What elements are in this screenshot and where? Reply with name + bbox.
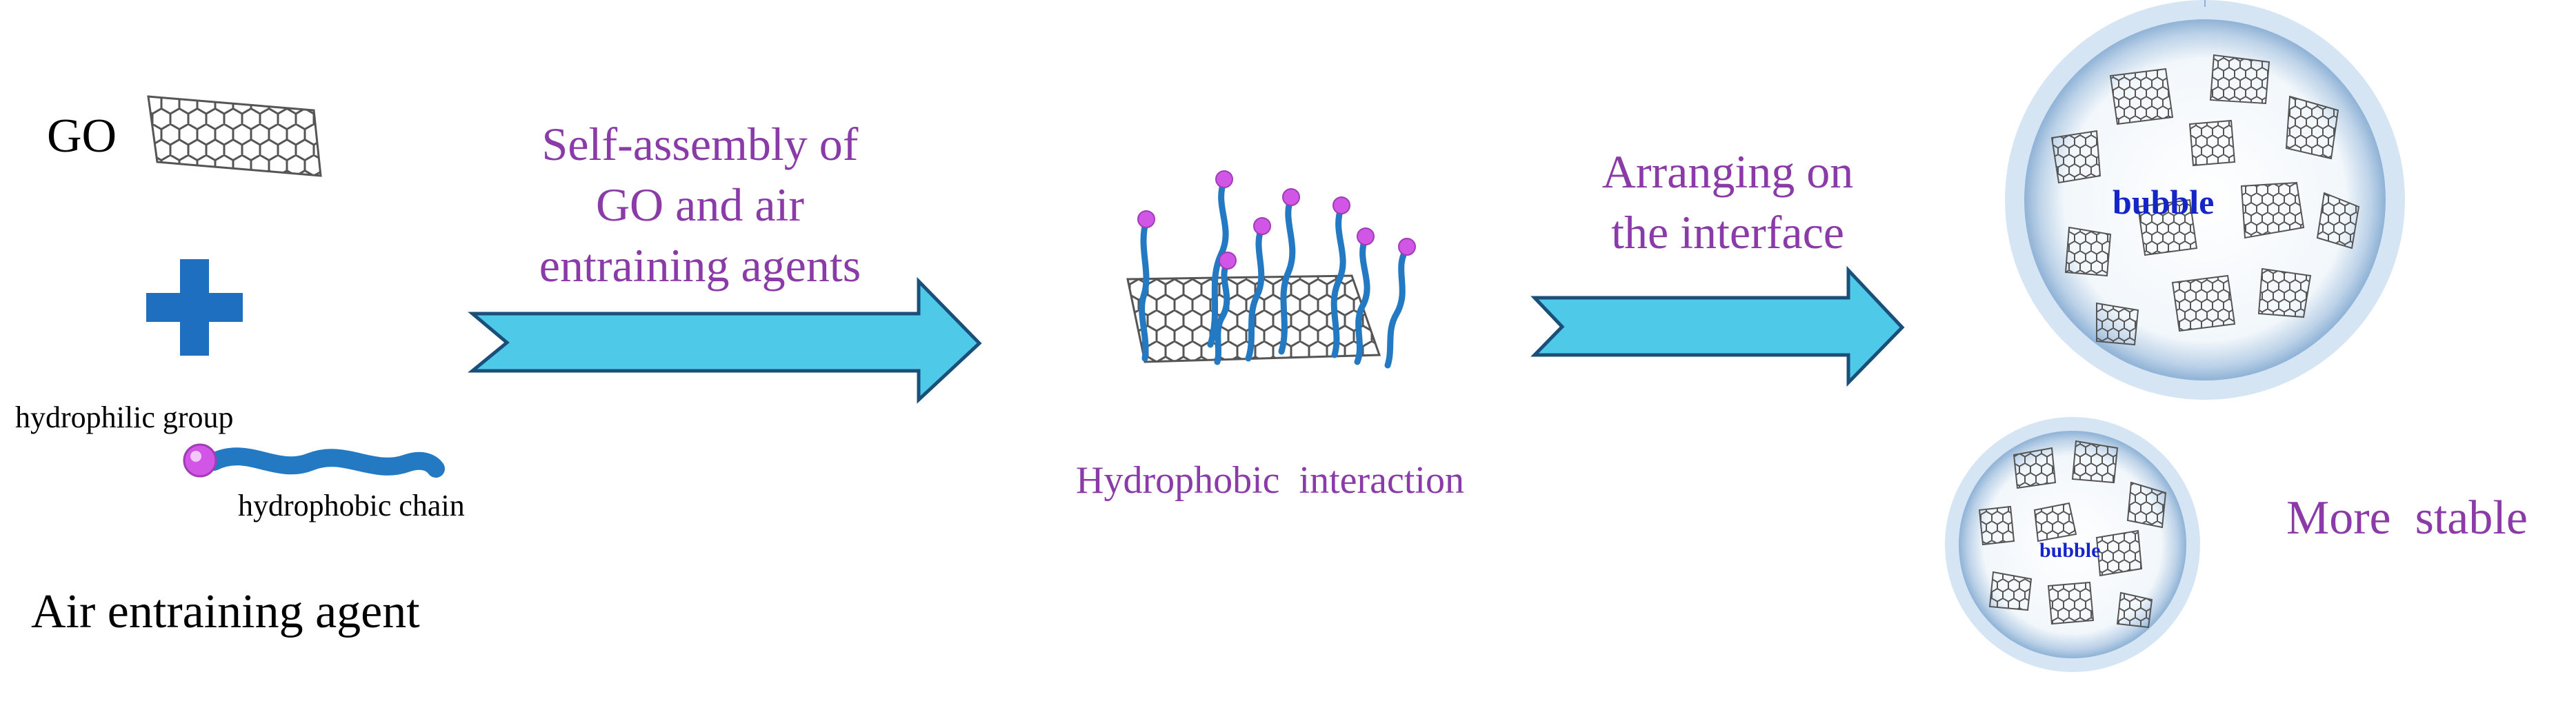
more-stable-label: More stable [2286,491,2528,545]
step1-description: Self-assembly of GO and air entraining a… [476,114,924,296]
arrow-1 [468,276,982,404]
step2-line: Arranging on [1601,145,1854,198]
step1-line: GO and air [595,179,805,231]
large-bubble-icon [2005,0,2405,400]
arrow-2 [1530,265,1905,387]
bubble-small-label: bubble [2039,539,2101,562]
step1-line: Self-assembly of [541,118,859,170]
surfactant-molecule-icon [183,443,445,478]
go-sheet-icon [147,95,322,177]
go-label: GO [47,110,117,163]
step1-line: entraining agents [539,239,861,292]
go-surfactant-complex-icon [1126,170,1416,369]
step2-line: the interface [1611,206,1844,258]
small-bubble-icon [1945,417,2200,672]
step2-description: Arranging on the interface [1514,141,1941,263]
hydrophobic-interaction-label: Hydrophobic interaction [1076,459,1464,502]
hydrophilic-group-label: hydrophilic group [15,400,234,434]
bubble-large-label: bubble [2113,183,2215,221]
plus-icon [146,259,243,356]
air-entraining-agent-label: Air entraining agent [31,585,420,638]
hydrophobic-chain-label: hydrophobic chain [238,489,465,522]
